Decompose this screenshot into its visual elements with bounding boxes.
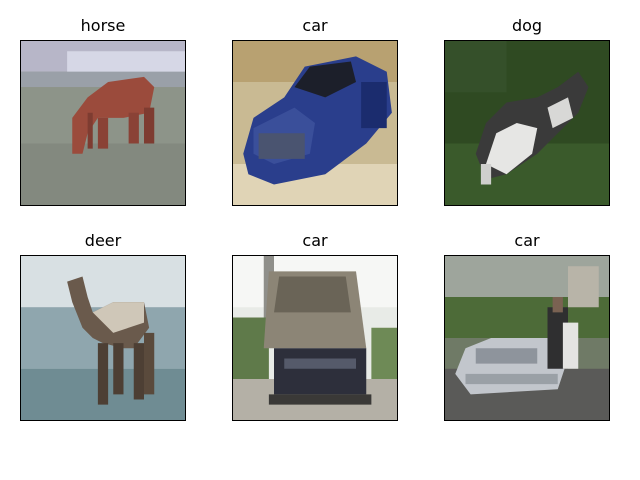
panel-title: car <box>302 16 328 35</box>
car-image <box>445 256 609 420</box>
image-frame <box>20 255 186 421</box>
truck-image <box>233 256 397 420</box>
panel-title: car <box>302 231 328 250</box>
image-frame <box>232 40 398 206</box>
dog-image <box>445 41 609 205</box>
car-image <box>233 41 397 205</box>
image-frame <box>444 40 610 206</box>
image-frame <box>232 255 398 421</box>
deer-image <box>21 256 185 420</box>
image-frame <box>444 255 610 421</box>
panel-title: deer <box>84 231 122 250</box>
image-frame <box>20 40 186 206</box>
panel-title: car <box>514 231 540 250</box>
panel-title: horse <box>80 16 126 35</box>
panel-title: dog <box>511 16 543 35</box>
horse-image <box>21 41 185 205</box>
